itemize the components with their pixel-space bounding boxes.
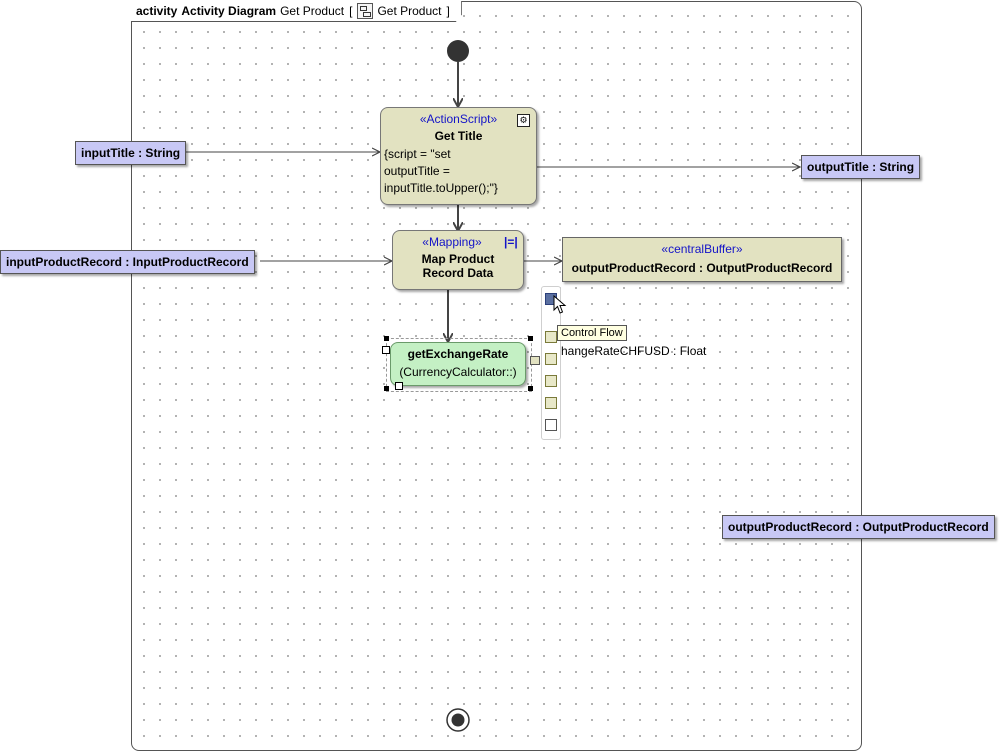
resize-handle[interactable] [384, 336, 389, 341]
bracket-close: ] [446, 4, 450, 18]
stereotype-mapping: «Mapping» [422, 235, 482, 249]
central-buffer-output-product-record[interactable]: «centralBuffer» outputProductRecord : Ou… [562, 237, 842, 282]
operation-name: getExchangeRate [407, 347, 509, 361]
param-input-product-record[interactable]: inputProductRecord : InputProductRecord [0, 250, 255, 274]
output-pin-tool-icon[interactable] [545, 375, 557, 387]
mapping-title-line: Map Product [421, 252, 495, 266]
param-input-title[interactable]: inputTitle : String [75, 141, 187, 165]
mapping-title-line: Record Data [422, 266, 494, 280]
central-buffer-name: outputProductRecord : OutputProductRecor… [571, 261, 833, 275]
script-body: {script = "set outputTitle = inputTitle.… [381, 146, 536, 197]
frame-header: activity Activity Diagram Get Product [ … [131, 1, 462, 22]
resize-handle[interactable] [528, 336, 533, 341]
stereotype-centralbuffer: «centralBuffer» [661, 242, 743, 256]
bracket-open: [ [349, 4, 353, 18]
selection-outline [386, 338, 532, 392]
action-title: Get Title [434, 129, 483, 143]
resize-handle[interactable] [528, 386, 533, 391]
activity-diagram-icon [357, 3, 373, 19]
expand-toggle[interactable] [395, 382, 403, 390]
initial-node[interactable] [447, 40, 469, 62]
activity-name: Get Product [280, 4, 345, 18]
pin-label-exchange-rate: hangeRateCHFUSD : Float [561, 344, 707, 358]
value-pin-tool-icon[interactable] [545, 397, 557, 409]
diagram-title: Activity Diagram [181, 4, 277, 18]
gear-icon: ⚙ [517, 114, 530, 127]
script-line: outputTitle = [384, 164, 450, 178]
activity-final-node[interactable] [446, 708, 470, 732]
mapping-icon: |=| [504, 235, 518, 249]
expand-toggle[interactable] [382, 346, 390, 354]
param-output-product-record[interactable]: outputProductRecord : OutputProductRecor… [722, 515, 995, 539]
frame-keyword: activity [136, 4, 178, 18]
script-line: {script = "set [384, 147, 451, 161]
activity-ref-name: Get Product [377, 4, 442, 18]
param-output-title[interactable]: outputTitle : String [801, 155, 921, 179]
pin-tool-icon[interactable] [545, 331, 557, 343]
action-map-product-record[interactable]: |=| «Mapping» Map Product Record Data [392, 230, 524, 290]
resize-handle[interactable] [384, 386, 389, 391]
output-pin[interactable] [530, 356, 540, 365]
call-operation-get-exchange-rate[interactable]: getExchangeRate (CurrencyCalculator::) [390, 342, 526, 386]
operation-owner: (CurrencyCalculator::) [399, 365, 517, 379]
action-get-title[interactable]: ⚙ «ActionScript» Get Title {script = "se… [380, 107, 537, 205]
input-pin-tool-icon[interactable] [545, 353, 557, 365]
smart-manipulator-toolbar[interactable] [541, 286, 561, 440]
mouse-pointer-icon [553, 295, 567, 314]
fork-tool-icon[interactable] [545, 419, 557, 431]
stereotype-actionscript: «ActionScript» [419, 112, 498, 126]
script-line: inputTitle.toUpper();"} [384, 181, 498, 195]
tooltip: Control Flow [557, 325, 627, 341]
